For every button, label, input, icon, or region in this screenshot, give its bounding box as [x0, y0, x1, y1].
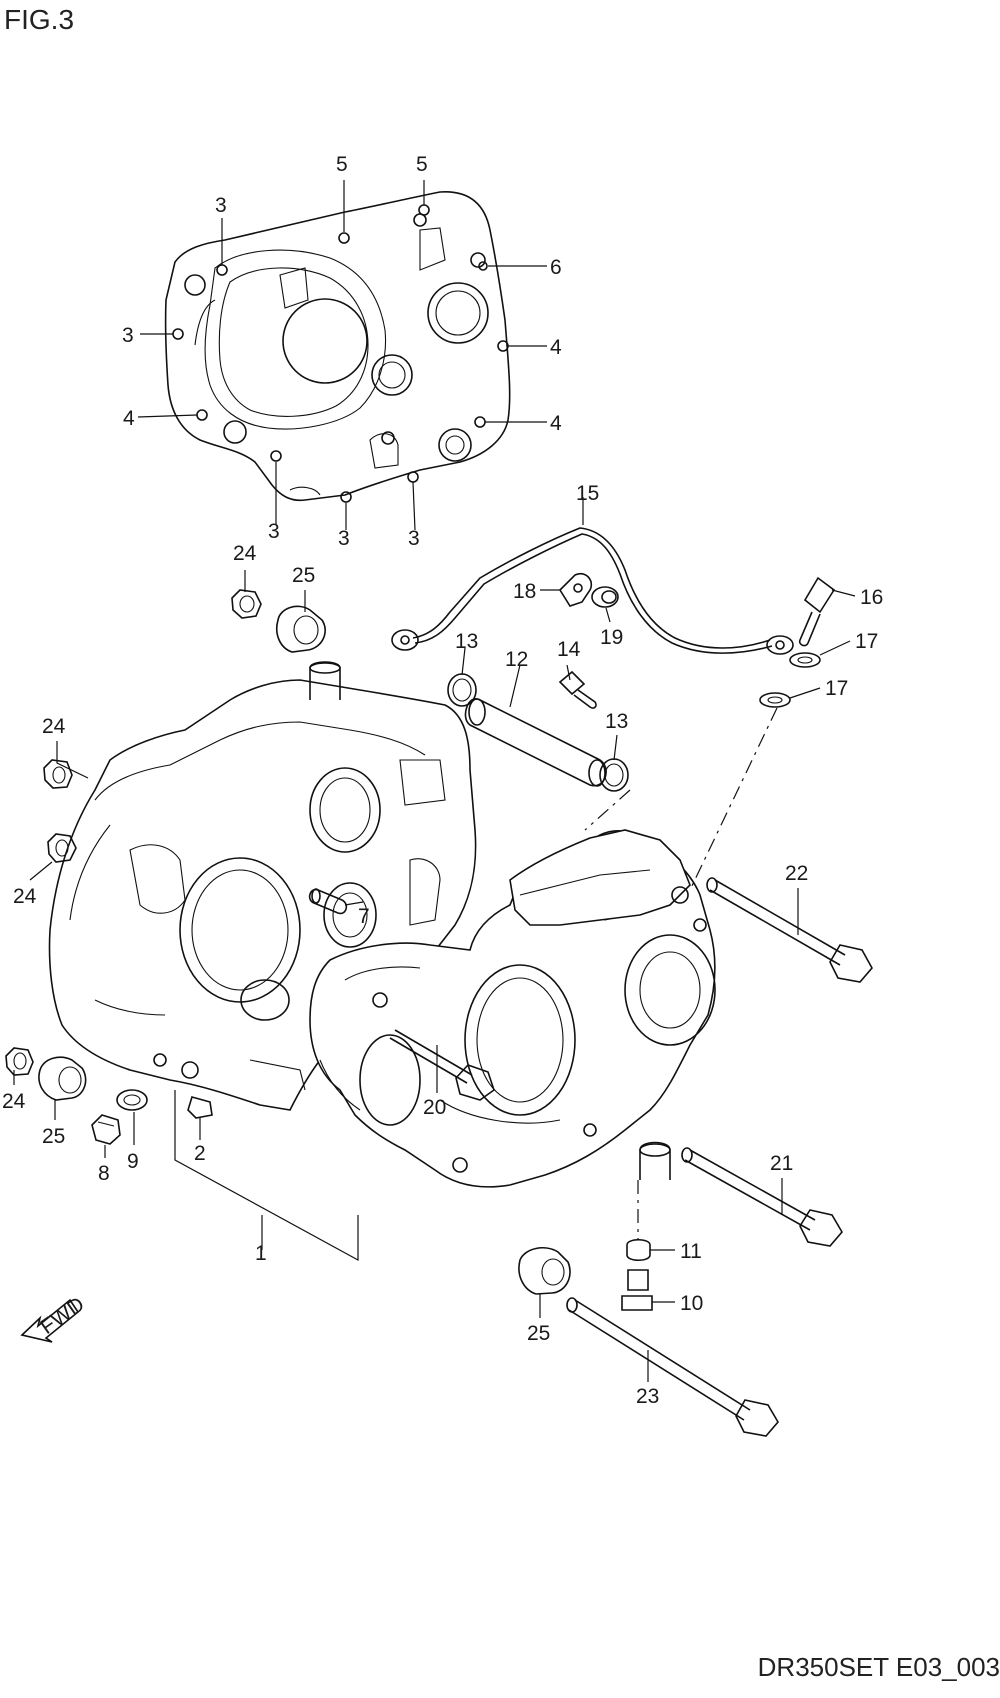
callout-25: 25 — [42, 1125, 65, 1148]
callout-4: 4 — [550, 336, 562, 359]
callout-7: 7 — [358, 905, 370, 928]
callout-24: 24 — [2, 1090, 26, 1113]
fwd-label: FWD — [36, 1293, 88, 1339]
callout-3: 3 — [122, 324, 134, 347]
pipe-clamp — [558, 572, 593, 607]
diagram-reference-code: DR350SET E03_003 — [757, 1652, 1000, 1682]
nut-24-left-b — [47, 833, 77, 863]
nut-24-left-a — [43, 759, 73, 789]
gasket-washer-upper — [789, 652, 821, 668]
o-ring-upper — [447, 673, 477, 707]
pipe-grommet — [591, 586, 619, 608]
callout-11: 11 — [680, 1240, 702, 1263]
callout-13: 13 — [605, 710, 628, 733]
dowel-pin-7 — [308, 888, 348, 915]
callout-19: 19 — [600, 626, 623, 649]
figure-title: FIG.3 — [4, 4, 75, 35]
callout-21: 21 — [770, 1152, 793, 1175]
guide-line-pipe-to-case — [689, 707, 778, 891]
small-bolt — [558, 670, 597, 709]
callout-10: 10 — [680, 1292, 703, 1315]
plug-10 — [621, 1269, 653, 1311]
callout-16: 16 — [860, 586, 883, 609]
callout-3: 3 — [408, 527, 420, 550]
crankcase-gasket — [164, 191, 511, 503]
callout-20: 20 — [423, 1096, 446, 1119]
callout-2: 2 — [194, 1142, 206, 1165]
callout-25: 25 — [527, 1322, 550, 1345]
leader-lines — [13, 180, 856, 1382]
callout-12: 12 — [505, 648, 528, 671]
callout-3: 3 — [268, 520, 280, 543]
callout-6: 6 — [550, 256, 562, 279]
callout-3: 3 — [215, 194, 227, 217]
callout-24: 24 — [233, 542, 257, 565]
bolt-22 — [706, 877, 873, 983]
bush-25-bottom — [518, 1247, 571, 1295]
bush-25-top — [276, 605, 326, 653]
callout-4: 4 — [550, 412, 562, 435]
union-bolt — [798, 576, 836, 647]
callout-15: 15 — [576, 482, 599, 505]
callout-labels: 3 3 3 3 3 4 4 4 5 5 6 15 18 19 16 17 17 … — [2, 153, 883, 1408]
drain-plug — [91, 1114, 121, 1145]
dowel-pin-2 — [187, 1096, 213, 1119]
gasket-washer-lower — [759, 692, 791, 708]
assembly-bracket — [174, 1090, 359, 1262]
crankcase-left-half — [48, 661, 477, 1111]
callout-4: 4 — [123, 407, 135, 430]
oil-pipe — [391, 527, 794, 655]
callout-17: 17 — [855, 630, 878, 653]
oil-passage-pipe — [464, 698, 607, 787]
gasket-11 — [626, 1238, 651, 1262]
callout-24: 24 — [42, 715, 66, 738]
callout-17: 17 — [825, 677, 848, 700]
bush-25-left — [38, 1056, 87, 1101]
drain-plug-gasket — [116, 1089, 148, 1111]
callout-8: 8 — [98, 1162, 110, 1185]
callout-5: 5 — [336, 153, 348, 176]
callout-14: 14 — [557, 638, 581, 661]
crankcase-right-half — [309, 830, 716, 1188]
bolt-21 — [681, 1147, 843, 1247]
bolt-23 — [566, 1297, 779, 1437]
callout-23: 23 — [636, 1385, 659, 1408]
nut-24-left-c — [5, 1047, 34, 1076]
callout-25: 25 — [292, 564, 315, 587]
forward-direction-arrow: FWD — [20, 1293, 89, 1343]
callout-22: 22 — [785, 862, 808, 885]
nut-24-top — [231, 589, 262, 619]
callout-9: 9 — [127, 1150, 139, 1173]
callout-24: 24 — [13, 885, 37, 908]
guide-line-pipe-12 — [584, 789, 631, 831]
callout-18: 18 — [513, 580, 536, 603]
callout-13: 13 — [455, 630, 478, 653]
callout-5: 5 — [416, 153, 428, 176]
callout-1: 1 — [255, 1242, 267, 1265]
bolt-20 — [389, 1029, 495, 1101]
callout-3: 3 — [338, 527, 350, 550]
crankcase-upper-flange — [509, 829, 691, 926]
